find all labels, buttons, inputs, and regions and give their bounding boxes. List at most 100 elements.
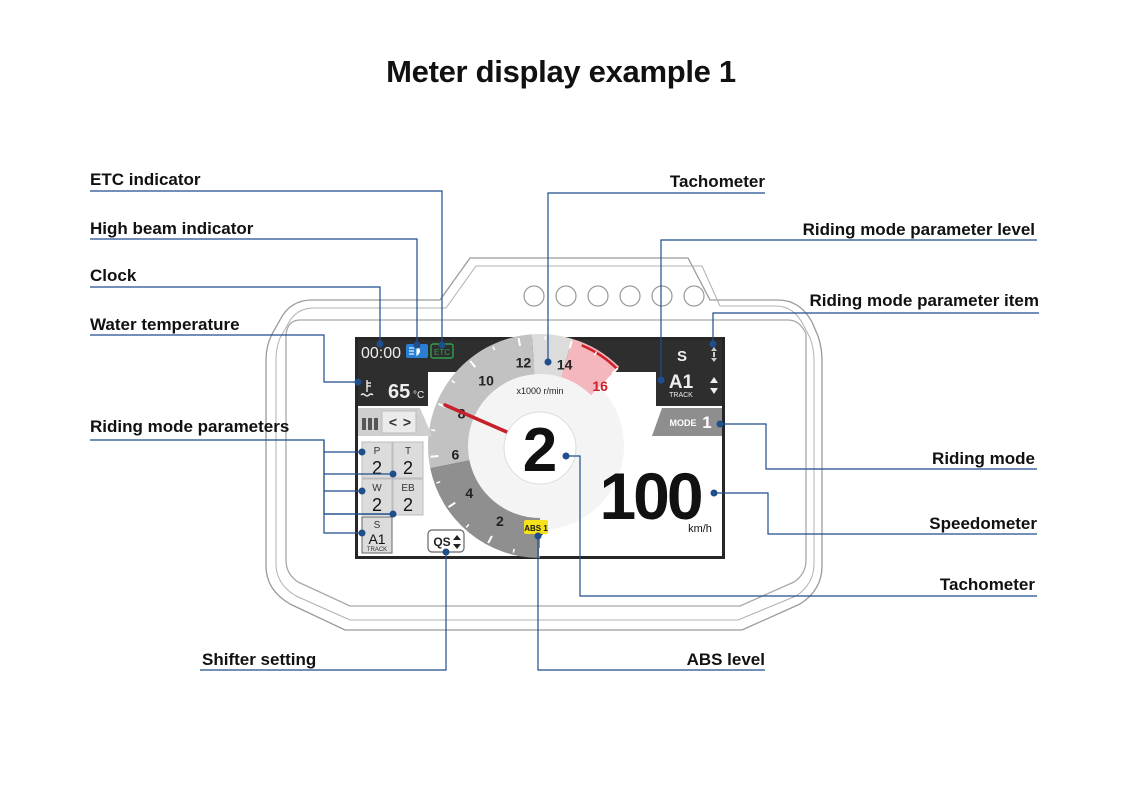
qs-text: QS [433,535,450,549]
water-temperature-value: 65 [388,381,410,403]
nav-right-arrow: > [403,414,411,430]
param-name: W [372,483,382,494]
param-cell [392,478,424,516]
tach-major-tick [430,455,439,458]
leader-water-temp [90,334,358,383]
leader-clock [90,286,381,344]
param-value: 2 [403,495,413,515]
tach-minor-tick [593,351,598,356]
label-tachometer-bottom: Tachometer [940,575,1035,594]
mode-panel [652,408,722,436]
clock: 00:00 [361,345,401,362]
tach-tick-label: 2 [496,513,504,529]
leader-params-p-dot [358,448,366,456]
param-cell-s [361,516,393,554]
leader-high-beam [90,238,418,345]
label-tachometer-top: Tachometer [670,172,765,191]
param-item-scroll-icon [711,347,717,362]
lamp-6 [683,285,705,307]
param-cell [361,441,393,479]
label-high-beam-indicator: High beam indicator [90,219,254,238]
leader-abs-dot [534,532,542,540]
qs-updown-icon [453,535,461,549]
tach-tick-label: 12 [516,355,532,371]
label-speedometer: Speedometer [929,514,1037,533]
tach-major-tick [568,340,573,349]
label-riding-mode-parameter-level: Riding mode parameter level [803,220,1035,239]
tach-tick-label: 6 [452,446,460,462]
water-temperature-unit: °C [413,390,424,401]
etc-indicator-text: ETC [434,348,450,357]
tach-major-tick [487,535,493,544]
param-name: P [374,446,381,457]
leader-etc [90,190,443,345]
water-temperature-icon [360,380,374,397]
leader-speedometer [714,492,1037,535]
abs-badge [524,520,548,534]
indicator-lamps [523,285,705,307]
leader-water-temp-dot [354,378,362,386]
tach-minor-tick [492,346,496,351]
leader-high-beam-dot [413,341,421,349]
param-s-value: A1 [368,531,385,547]
lamp-4 [619,285,641,307]
label-abs-level: ABS level [687,650,765,669]
leader-abs [537,536,765,671]
tach-tick-label: 10 [478,372,494,388]
tach-unit-label: x1000 r/min [516,386,563,396]
leader-param-level [660,239,1037,380]
label-riding-mode: Riding mode [932,449,1035,468]
tach-minor-tick [512,548,515,553]
leader-etc-dot [438,341,446,349]
leader-tach-bottom-dot [562,452,570,460]
param-value: 2 [372,495,382,515]
tach-band-low [430,460,540,558]
leader-params-s [323,440,362,534]
label-clock: Clock [90,266,137,285]
tach-tick-label: 16 [592,378,608,394]
nav-box [381,410,417,434]
leader-clock-dot [376,340,384,348]
leader-tach-bottom [566,455,1037,597]
leader-riding-mode [720,423,1037,470]
callout-labels: ETC indicator High beam indicator Clock … [90,170,1039,669]
leader-shifter [200,552,447,671]
lamp-3 [587,285,609,307]
riding-mode-parameter-item: S [677,348,687,365]
tach-needle [443,403,518,438]
param-level-arrows-icon [710,377,718,394]
leader-params-w-dot [358,487,366,495]
tach-major-tick [447,501,456,508]
param-cell [361,478,393,516]
nav-left-arrow: < [389,414,397,430]
param-cell [392,441,424,479]
screen-left-bar [358,370,428,406]
tach-minor-tick [465,524,470,529]
riding-mode-parameter-level-sub: TRACK [669,392,693,399]
leader-tach-top [547,192,765,362]
label-riding-mode-parameter-item: Riding mode parameter item [809,291,1039,310]
meter-housing [265,257,823,631]
param-name: EB [401,483,415,494]
label-shifter-setting: Shifter setting [202,650,316,669]
gear-indicator: 2 [523,416,557,485]
leader-riding-mode-dot [716,420,724,428]
leader-tach-top-dot [544,358,552,366]
tach-band-mid [428,334,535,468]
leader-param-item [712,312,1039,344]
abs-level-text: ABS 1 [524,524,548,533]
gear-hub [503,411,577,485]
riding-mode-parameter-level: A1 [669,372,694,393]
leader-shifter-dot [442,548,450,556]
leader-params-s-dot [358,529,366,537]
leader-param-level-dot [657,376,665,384]
label-water-temperature: Water temperature [90,315,240,334]
leader-params-top [90,439,392,515]
label-etc-indicator: ETC indicator [90,170,201,189]
tach-band-high [531,334,573,378]
leader-param-item-dot [709,340,717,348]
leader-params-t-dot [389,470,397,478]
